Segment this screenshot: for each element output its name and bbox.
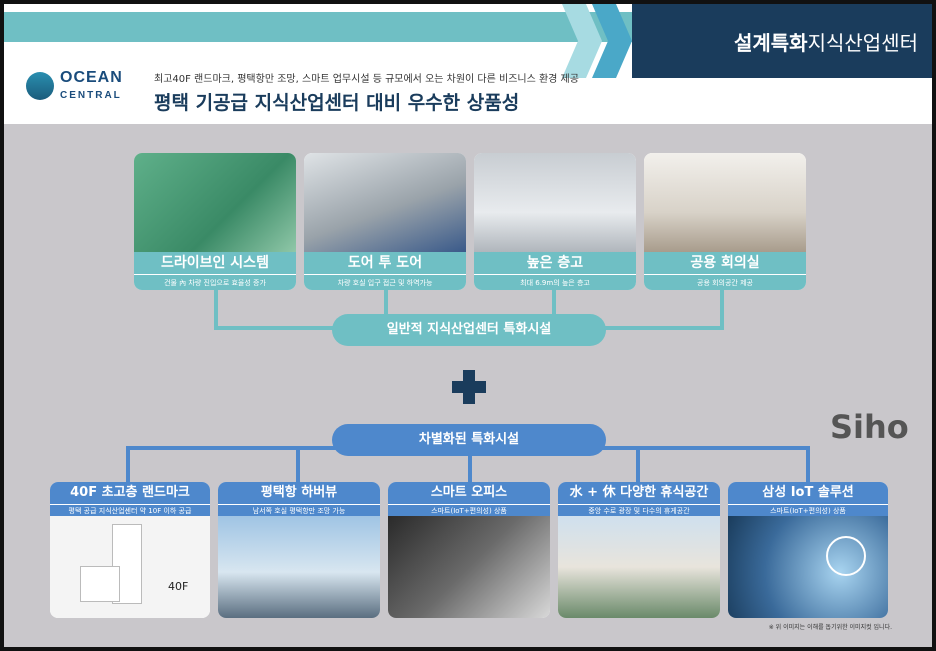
header-badge: 설계특화 지식산업센터 [632, 4, 932, 78]
card-label: 높은 층고 [474, 252, 636, 274]
general-facilities-pill: 일반적 지식산업센터 특화시설 [332, 314, 606, 346]
harbor-image [218, 516, 380, 618]
card-sub: 남서쪽 호실 평택항만 조망 가능 [218, 504, 380, 516]
connector [126, 446, 130, 484]
card-sub: 최대 6.9m의 높은 층고 [474, 274, 636, 290]
floor-label: 40F [168, 580, 189, 593]
card-meeting-room: 공용 회의실 공용 회의공간 제공 [644, 153, 806, 290]
card-sub: 평택 공급 지식산업센터 약 10F 이하 공급 [50, 504, 210, 516]
plus-icon [452, 370, 486, 404]
card-label: 스마트 오피스 [388, 482, 550, 504]
card-sub: 건물 內 차량 진입으로 효율성 증가 [134, 274, 296, 290]
page-title: 평택 기공급 지식산업센터 대비 우수한 상품성 [154, 92, 520, 114]
watermark: Siho [830, 408, 909, 446]
badge-bold: 설계특화 [733, 30, 808, 55]
door-image [304, 153, 466, 252]
logo-line1: OCEAN [60, 69, 123, 86]
landmark-image: 40F [50, 516, 210, 618]
card-label: 공용 회의실 [644, 252, 806, 274]
connector [468, 446, 472, 484]
card-drive-in: 드라이브인 시스템 건물 內 차량 진입으로 효율성 증가 [134, 153, 296, 290]
connector [720, 286, 724, 328]
card-sub: 스마트(IoT+편의성) 상품 [728, 504, 888, 516]
footnote: ※ 위 이미지는 이해를 돕기위한 이미지컷 입니다. [768, 624, 892, 631]
header: 설계특화 지식산업센터 OCEAN CENTRAL 최고40F 랜드마크, 평택… [4, 4, 932, 124]
card-sub: 차량 호실 입구 접근 및 하역가능 [304, 274, 466, 290]
iot-image [728, 516, 888, 618]
card-label: 드라이브인 시스템 [134, 252, 296, 274]
card-label: 水 + 休 다양한 휴식공간 [558, 482, 720, 504]
card-sub: 중앙 수로 광장 및 다수의 휴게공간 [558, 504, 720, 516]
card-sub: 공용 회의공간 제공 [644, 274, 806, 290]
card-door-to-door: 도어 투 도어 차량 호실 입구 접근 및 하역가능 [304, 153, 466, 290]
differentiated-facilities-pill: 차별화된 특화시설 [332, 424, 606, 456]
smart-office-image [388, 516, 550, 618]
card-rest-space: 水 + 休 다양한 휴식공간 중앙 수로 광장 및 다수의 휴게공간 [558, 482, 720, 618]
card-label: 도어 투 도어 [304, 252, 466, 274]
connector [552, 286, 556, 328]
card-40f-landmark: 40F 초고층 랜드마크 평택 공급 지식산업센터 약 10F 이하 공급 40… [50, 482, 210, 618]
drive-in-image [134, 153, 296, 252]
card-label: 삼성 IoT 솔루션 [728, 482, 888, 504]
connector [636, 446, 640, 484]
card-label: 40F 초고층 랜드마크 [50, 482, 210, 504]
ceiling-image [474, 153, 636, 252]
card-label: 평택항 하버뷰 [218, 482, 380, 504]
connector [806, 446, 810, 484]
meeting-image [644, 153, 806, 252]
logo-line2: CENTRAL [60, 90, 122, 101]
badge-rest: 지식산업센터 [807, 30, 918, 55]
rest-space-image [558, 516, 720, 618]
connector [296, 446, 300, 484]
card-samsung-iot: 삼성 IoT 솔루션 스마트(IoT+편의성) 상품 [728, 482, 888, 618]
card-high-ceiling: 높은 층고 최대 6.9m의 높은 층고 [474, 153, 636, 290]
logo: OCEAN CENTRAL [26, 70, 123, 102]
card-sub: 스마트(IoT+편의성) 상품 [388, 504, 550, 516]
card-smart-office: 스마트 오피스 스마트(IoT+편의성) 상품 [388, 482, 550, 618]
connector [214, 286, 218, 328]
connector [384, 286, 388, 328]
home-icon [826, 536, 866, 576]
card-harbor-view: 평택항 하버뷰 남서쪽 호실 평택항만 조망 가능 [218, 482, 380, 618]
wave-logo-icon [26, 72, 54, 100]
subcaption: 최고40F 랜드마크, 평택항만 조망, 스마트 업무시설 등 규모에서 오는 … [154, 74, 579, 85]
podium-shape [80, 566, 120, 602]
